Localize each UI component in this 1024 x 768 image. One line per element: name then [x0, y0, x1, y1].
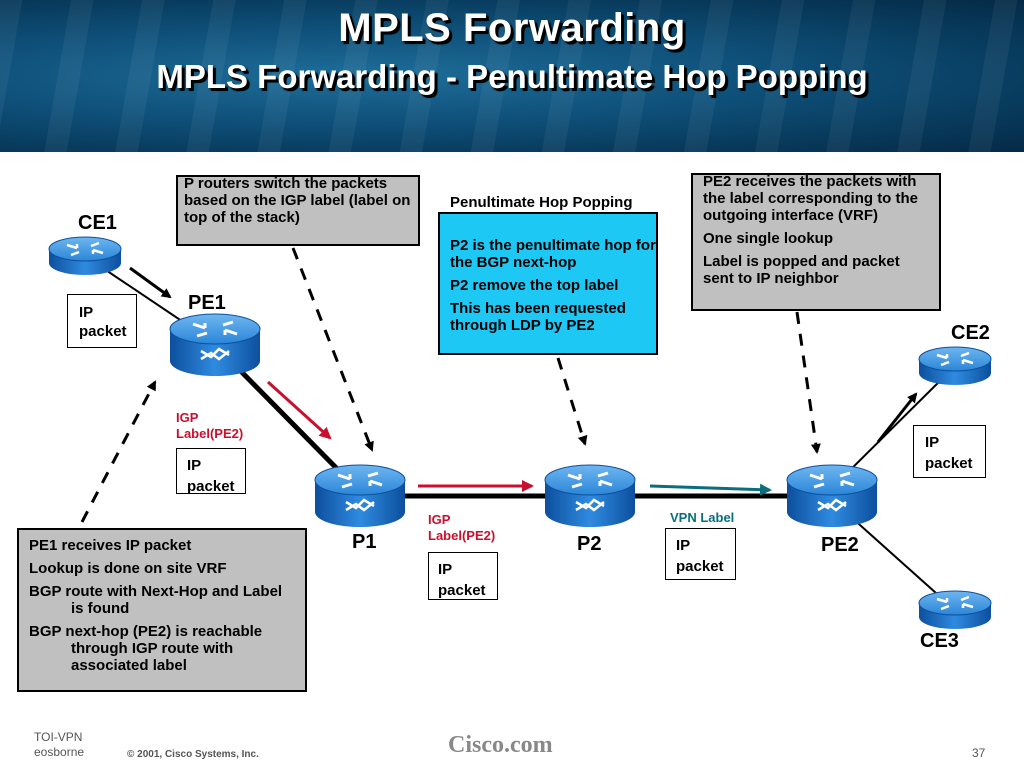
router-pe1-icon [169, 313, 261, 376]
packet-ip-p1: IP packet [428, 552, 498, 600]
pe1-line-4: BGP next-hop (PE2) is reachable through … [29, 623, 263, 674]
php-line-2: P2 remove the top label [450, 277, 619, 294]
php-line-1: P2 is the penultimate hop for the BGP ne… [450, 237, 656, 271]
title-banner: MPLS Forwarding MPLS Forwarding - Penult… [0, 0, 1024, 152]
packet-ip-p2-ip: IP [676, 537, 691, 554]
banner-texture [0, 0, 1024, 152]
packet-ip-pe2: IP packet [913, 425, 986, 478]
pointer-php [556, 357, 588, 446]
pointer-p-routers [291, 247, 374, 452]
pe1-line-2: Lookup is done on site VRF [29, 560, 227, 577]
callout-p-routers-text: P routers switch the packets based on th… [184, 175, 411, 226]
igp-label-pe1: IGP Label(PE2) [176, 410, 244, 441]
pe2-line-3: Label is popped and packet sent to IP ne… [703, 253, 900, 287]
router-ce3-icon [918, 590, 992, 629]
packet-ip-p1-packet: packet [438, 582, 486, 599]
router-pe2-icon [786, 464, 878, 527]
pointer-pe1 [80, 380, 157, 523]
packet-ip-pe1-packet: packet [187, 478, 235, 494]
node-label-pe1: PE1 [188, 292, 226, 314]
router-ce2-icon [918, 346, 992, 385]
packet-ip-p2-packet: packet [676, 558, 724, 575]
node-label-p2: P2 [577, 533, 602, 555]
pointer-pe2 [795, 311, 821, 454]
footer-author: eosborne [34, 745, 85, 759]
pe2-line-1: PE2 receives the packets with the label … [703, 173, 919, 224]
arrow-p2-pe2 [649, 483, 772, 496]
php-heading: Penultimate Hop Popping [450, 194, 633, 211]
pe2-line-2: One single lookup [703, 230, 834, 247]
arrow-ce1-pe1 [129, 266, 172, 299]
footer-course: TOI-VPN [34, 730, 83, 744]
pe1-line-1: PE1 receives IP packet [29, 537, 192, 554]
callout-pe2: PE2 receives the packets with the label … [691, 173, 941, 311]
router-ce1-icon [48, 236, 122, 275]
callout-pe1: PE1 receives IP packet Lookup is done on… [17, 528, 307, 692]
vpn-label-p2: VPN Label [670, 510, 735, 525]
packet-ip-ce1: IP packet [67, 294, 137, 348]
pe1-line-3: BGP route with Next-Hop and Label is fou… [29, 583, 283, 617]
router-p2-icon [544, 464, 636, 527]
node-label-pe2: PE2 [821, 534, 859, 556]
packet-ip-pe2-ip: IP [925, 434, 940, 451]
router-p1-icon [314, 464, 406, 527]
node-label-ce3: CE3 [920, 630, 959, 652]
packet-ip-ce1-text: IP packet [79, 304, 127, 340]
slide-subtitle: MPLS Forwarding - Penultimate Hop Poppin… [156, 58, 868, 95]
page-number: 37 [972, 746, 986, 760]
arrow-pe2-ce2 [876, 392, 918, 443]
packet-ip-pe1: IP packet [176, 448, 246, 494]
packet-ip-p2: IP packet [665, 528, 736, 580]
arrow-pe1-p1 [266, 380, 332, 440]
callout-php: P2 is the penultimate hop for the BGP ne… [438, 212, 658, 355]
packet-ip-p1-ip: IP [438, 561, 453, 578]
packet-ip-pe1-ip: IP [187, 457, 202, 474]
packet-ip-pe2-packet: packet [925, 455, 973, 472]
node-label-p1: P1 [352, 531, 377, 553]
cisco-logo: Cisco.com [448, 732, 553, 758]
php-line-3: This has been requested through LDP by P… [450, 300, 626, 334]
callout-p-routers: P routers switch the packets based on th… [176, 175, 420, 246]
slide-title: MPLS Forwarding [338, 6, 686, 50]
footer-copyright: © 2001, Cisco Systems, Inc. [127, 749, 259, 760]
node-label-ce2: CE2 [951, 322, 990, 344]
node-label-ce1: CE1 [78, 212, 117, 234]
igp-label-p1: IGP Label(PE2) [428, 512, 496, 543]
